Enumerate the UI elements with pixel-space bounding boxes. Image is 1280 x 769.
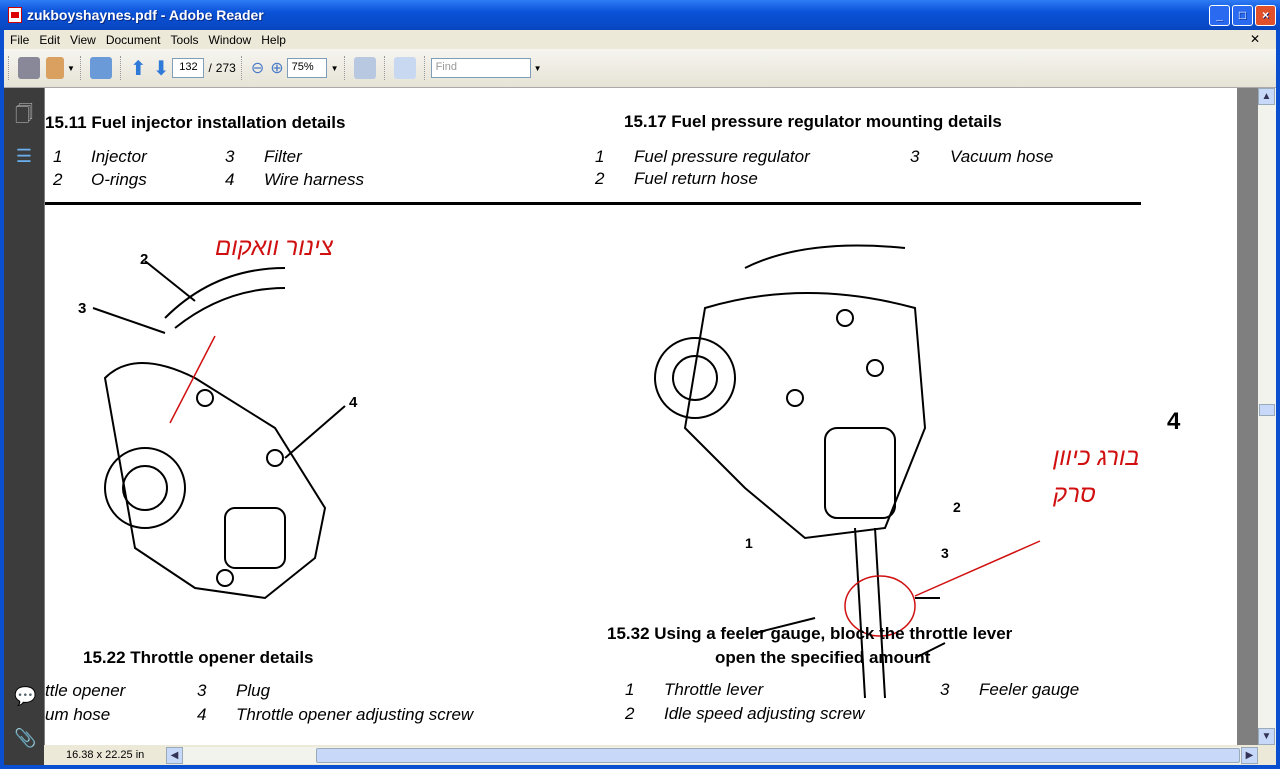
fig3-title: 15.22 Throttle opener details bbox=[83, 648, 314, 667]
fig2-label: Vacuum hose bbox=[950, 147, 1054, 166]
fit-width-icon[interactable] bbox=[353, 57, 376, 79]
scroll-thumb[interactable] bbox=[1259, 404, 1275, 416]
fig4-num: 3 bbox=[940, 680, 950, 699]
menu-edit[interactable]: Edit bbox=[39, 32, 61, 47]
pdf-page: 15.11 Fuel injector installation details… bbox=[45, 88, 1237, 745]
page-number-input[interactable]: 132 bbox=[172, 58, 205, 78]
toolbar: ▼ ⬆ ⬇ 132 / 273 ⊖ ⊕ 75% ▼ Find ▼ bbox=[4, 49, 1276, 88]
menu-document[interactable]: Document bbox=[105, 32, 161, 47]
hebrew-annotation: צינור וואקום bbox=[215, 234, 334, 261]
scroll-left-icon[interactable]: ◀ bbox=[166, 747, 183, 764]
find-dropdown-icon[interactable]: ▼ bbox=[533, 63, 542, 73]
close-button[interactable]: × bbox=[1255, 5, 1276, 26]
fig1-title: 15.11 Fuel injector installation details bbox=[45, 113, 346, 132]
fig4-num: 2 bbox=[625, 704, 635, 723]
document-view: 15.11 Fuel injector installation details… bbox=[44, 88, 1258, 745]
fig1-num: 4 bbox=[225, 170, 235, 189]
callout: 3 bbox=[78, 300, 87, 317]
callout: 2 bbox=[953, 499, 961, 515]
hebrew-annotation: סרק bbox=[1053, 481, 1096, 508]
fig3-label: ttle opener bbox=[45, 681, 126, 700]
page-separator: / bbox=[208, 61, 212, 75]
fig2-num: 2 bbox=[595, 169, 605, 188]
fig4-title: 15.32 Using a feeler gauge, block the th… bbox=[607, 624, 1013, 643]
maximize-button[interactable]: □ bbox=[1232, 5, 1253, 26]
print-icon[interactable] bbox=[18, 57, 40, 79]
navigation-panel: 🗍 ☰ 💬 📎 bbox=[4, 88, 44, 765]
fig2-label: Fuel return hose bbox=[634, 169, 758, 188]
fig4-label: Throttle lever bbox=[664, 680, 764, 699]
fig2-num: 3 bbox=[910, 147, 920, 166]
minimize-button[interactable]: _ bbox=[1209, 5, 1230, 26]
callout: 2 bbox=[140, 251, 149, 268]
window-title: zukboyshaynes.pdf - Adobe Reader bbox=[27, 7, 264, 23]
fig1-num: 2 bbox=[53, 170, 63, 189]
previous-page-icon[interactable]: ⬆ bbox=[129, 57, 147, 80]
zoom-select[interactable]: 75% bbox=[286, 58, 327, 78]
callout: 4 bbox=[349, 394, 358, 411]
page-total: 273 bbox=[215, 61, 236, 75]
zoom-out-icon[interactable]: ⊖ bbox=[250, 60, 265, 77]
fig4-num: 1 bbox=[625, 680, 635, 699]
menu-tools[interactable]: Tools bbox=[170, 32, 199, 47]
throttle-lever-drawing bbox=[654, 244, 946, 699]
illustrations bbox=[92, 244, 1041, 699]
fig2-num: 1 bbox=[595, 147, 605, 166]
fig1-label: Injector bbox=[91, 147, 147, 166]
callout: 1 bbox=[745, 535, 753, 551]
fig3-label: Plug bbox=[236, 681, 271, 700]
fig3-label: um hose bbox=[45, 705, 111, 724]
fig2-title: 15.17 Fuel pressure regulator mounting d… bbox=[624, 112, 1002, 131]
vertical-scrollbar[interactable]: ▲ ▼ bbox=[1258, 88, 1276, 745]
pages-icon[interactable]: 🗍 bbox=[15, 104, 33, 124]
status-bar: 16.38 x 22.25 in ◀ ▶ bbox=[44, 745, 1276, 765]
menu-window[interactable]: Window bbox=[208, 32, 252, 47]
zoom-in-icon[interactable]: ⊕ bbox=[270, 60, 284, 77]
fig1-label: O-rings bbox=[91, 170, 147, 189]
document-close-icon[interactable]: ✕ bbox=[1249, 32, 1260, 46]
fig3-label: Throttle opener adjusting screw bbox=[236, 705, 474, 724]
callout: 3 bbox=[941, 545, 949, 561]
horizontal-scrollbar[interactable]: ◀ ▶ bbox=[166, 747, 1258, 764]
find-input[interactable]: Find bbox=[430, 58, 531, 78]
pdf-icon bbox=[8, 7, 22, 23]
fig1-label: Filter bbox=[264, 147, 302, 166]
scroll-right-icon[interactable]: ▶ bbox=[1241, 747, 1258, 764]
menu-bar: File Edit View Document Tools Window Hel… bbox=[4, 30, 1276, 49]
scroll-thumb[interactable] bbox=[316, 748, 1240, 763]
fig3-num: 4 bbox=[197, 705, 207, 724]
scroll-down-icon[interactable]: ▼ bbox=[1258, 728, 1275, 745]
throttle-opener-drawing bbox=[92, 260, 346, 600]
title-bar: zukboyshaynes.pdf - Adobe Reader _ □ × bbox=[0, 0, 1280, 30]
divider-line bbox=[45, 202, 1141, 205]
fig4-label: Idle speed adjusting screw bbox=[664, 704, 865, 723]
page-size: 16.38 x 22.25 in bbox=[66, 749, 145, 761]
bookmarks-icon[interactable]: ☰ bbox=[15, 146, 33, 166]
organizer-icon[interactable] bbox=[89, 57, 112, 79]
fig1-num: 3 bbox=[225, 147, 235, 166]
fit-page-icon[interactable] bbox=[393, 57, 416, 79]
chevron-down-icon[interactable]: ▼ bbox=[67, 63, 75, 73]
fig1-label: Wire harness bbox=[264, 170, 364, 189]
fig1-num: 1 bbox=[53, 147, 63, 166]
hebrew-annotation: בורג כיוון bbox=[1053, 444, 1140, 471]
menu-help[interactable]: Help bbox=[261, 32, 286, 47]
zoom-dropdown-icon[interactable]: ▼ bbox=[330, 63, 339, 73]
menu-file[interactable]: File bbox=[10, 32, 30, 47]
fig2-label: Fuel pressure regulator bbox=[634, 147, 810, 166]
scroll-up-icon[interactable]: ▲ bbox=[1258, 88, 1275, 105]
fig4-title: open the specified amount bbox=[715, 648, 931, 667]
side-number: 4 bbox=[1167, 408, 1181, 435]
comments-icon[interactable]: 💬 bbox=[14, 686, 37, 706]
attachments-icon[interactable]: 📎 bbox=[14, 728, 37, 748]
fig3-num: 3 bbox=[197, 681, 207, 700]
red-annotation-marks bbox=[169, 335, 1041, 637]
next-page-icon[interactable]: ⬇ bbox=[152, 57, 170, 80]
fig4-label: Feeler gauge bbox=[979, 680, 1080, 699]
menu-view[interactable]: View bbox=[70, 32, 96, 47]
collaborate-icon[interactable] bbox=[46, 57, 64, 79]
